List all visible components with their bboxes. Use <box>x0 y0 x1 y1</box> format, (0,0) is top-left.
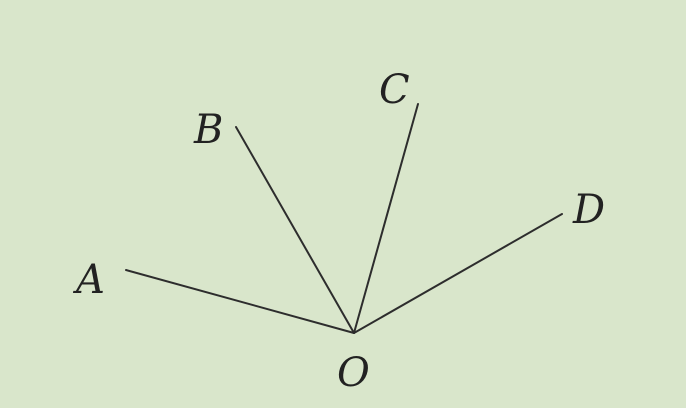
ray-OC <box>353 103 419 334</box>
ray-OA <box>125 269 355 334</box>
ray-OD <box>353 213 563 334</box>
label-C: C <box>379 67 410 113</box>
ray-OB <box>235 126 355 334</box>
label-D: D <box>572 187 605 233</box>
label-A: A <box>72 257 105 303</box>
label-O: O <box>337 350 370 396</box>
label-B: B <box>193 107 223 153</box>
